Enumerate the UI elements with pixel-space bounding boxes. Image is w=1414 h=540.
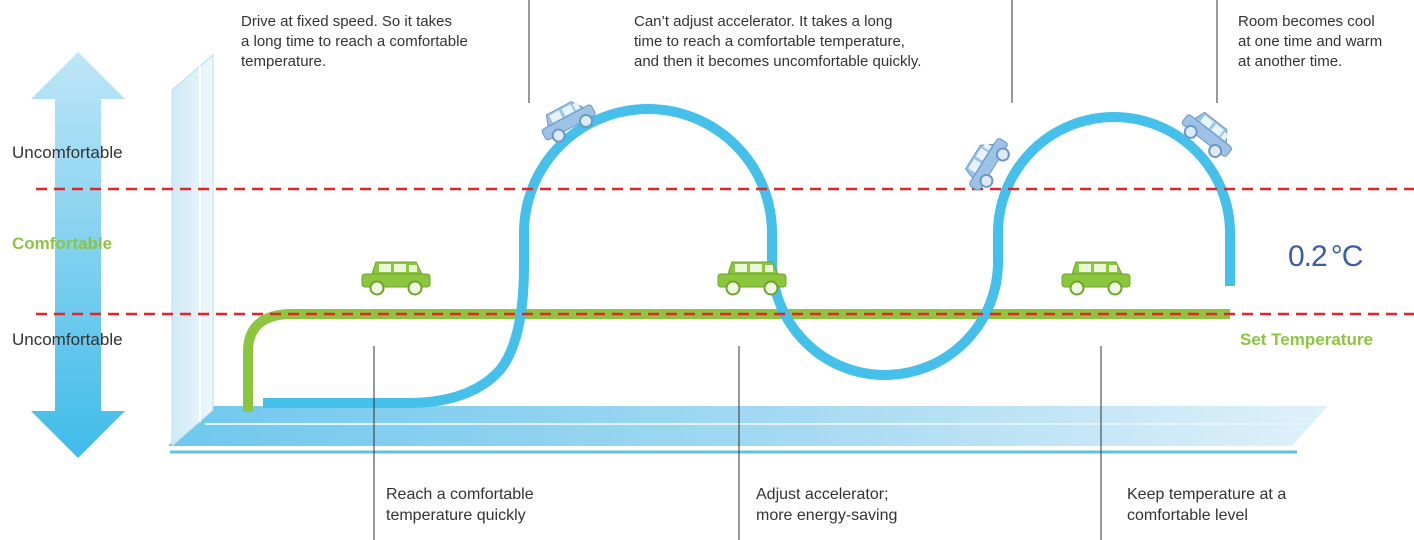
level-label-comfortable: Comfortable [12,234,113,253]
car-icon [1061,261,1131,296]
car-icon [1175,104,1241,165]
bottom-note-keep-comfortable: Keep temperature at a comfortable level [1127,486,1287,524]
top-note-no-accelerator: Can’t adjust accelerator. It takes a lon… [634,13,922,70]
tolerance-value: 0.2°C [1288,240,1363,273]
blue-path [263,104,1235,408]
bottom-note-reach-quickly: Reach a comfortable temperature quickly [386,486,534,524]
level-label-lower: Uncomfortable [12,330,123,349]
top-note-room-fluctuates: Room becomes cool at one time and warm a… [1238,13,1383,70]
level-label-upper: Uncomfortable [12,143,123,162]
car-icon [361,261,431,296]
wall-panel [171,53,214,448]
set-temperature-label: Set Temperature [1240,330,1373,349]
double-arrow-icon [31,52,125,458]
floor-slab [168,406,1328,446]
bottom-note-energy-saving: Adjust accelerator; more energy-saving [756,486,898,524]
top-note-fixed-speed: Drive at fixed speed. So it takes a long… [241,13,468,70]
